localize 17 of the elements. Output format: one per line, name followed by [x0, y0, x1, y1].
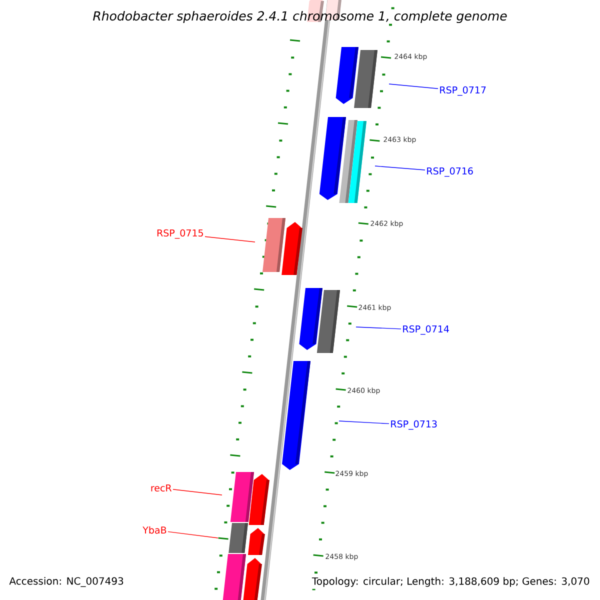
leader-line	[172, 489, 222, 496]
gene-label: YbaB	[142, 526, 166, 534]
gene-label: RSP_0713	[391, 420, 437, 430]
gene-label: RSP_0716	[427, 167, 473, 177]
gene-label: RSP_0714	[403, 325, 449, 335]
leader-line	[204, 236, 256, 242]
gene-label: recR	[151, 484, 172, 492]
leader-line	[388, 84, 438, 89]
leader-line	[356, 326, 402, 330]
genome-info-text: Topology: circular; Length: 3,188,609 bp; Genes: 3,070	[310, 575, 592, 589]
leader-line	[374, 166, 426, 170]
title: Rhodobacter sphaeroides 2.4.1 chromosome 1, complete genome	[93, 10, 507, 24]
gene-label: RSP_0715	[157, 229, 203, 239]
leader-line	[168, 531, 218, 538]
leader-line	[338, 420, 390, 424]
accession-text: Accession: NC_007493	[9, 577, 124, 587]
gene-label: RSP_0717	[440, 86, 486, 96]
